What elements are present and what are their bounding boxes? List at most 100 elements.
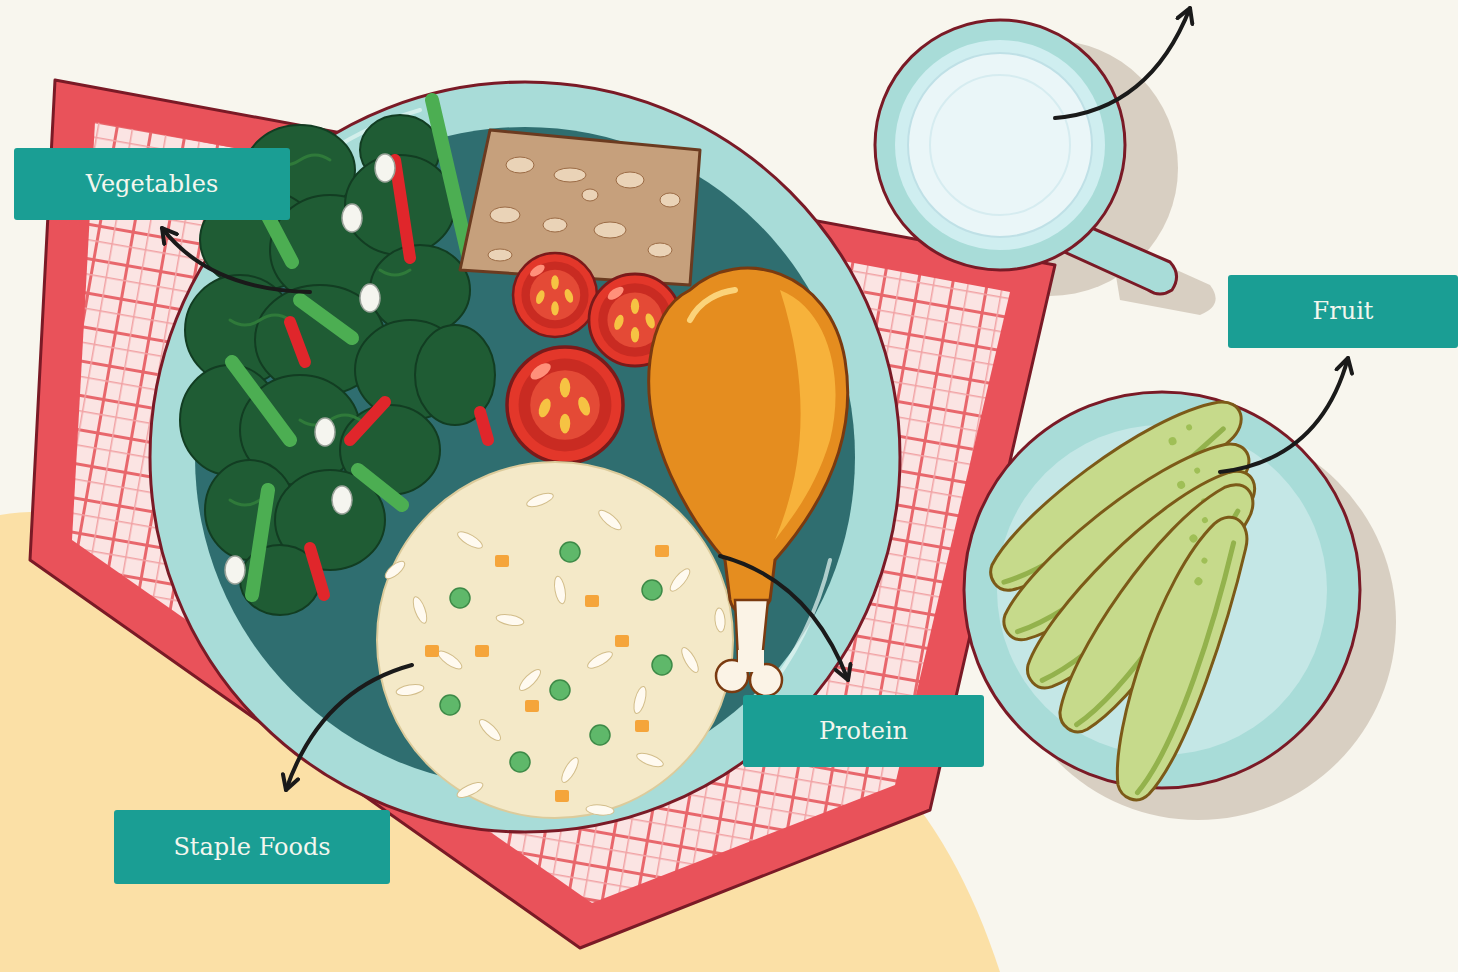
rice	[632, 685, 649, 715]
vegetables	[380, 270, 410, 275]
tomatoes	[513, 253, 597, 337]
rice	[642, 580, 662, 600]
water-cup	[895, 40, 1105, 250]
rice	[585, 595, 599, 607]
rice	[667, 566, 693, 594]
rice	[475, 645, 489, 657]
water-cup	[930, 75, 1070, 215]
rice	[510, 752, 530, 772]
tempeh	[594, 222, 626, 238]
rice	[377, 462, 733, 818]
tempeh	[648, 243, 672, 257]
vegetables	[232, 362, 290, 440]
vegetables	[310, 548, 324, 595]
rice	[383, 558, 408, 581]
vegetables	[350, 402, 385, 440]
rice	[450, 588, 470, 608]
vegetables	[342, 204, 362, 232]
rice	[635, 720, 649, 732]
rice	[455, 780, 485, 801]
chicken-drumstick	[738, 650, 764, 672]
tempeh	[543, 218, 567, 232]
rice	[525, 491, 555, 510]
vegetables	[332, 486, 352, 514]
vegetables	[230, 315, 290, 325]
rice	[377, 462, 733, 818]
plate	[195, 127, 855, 787]
leader-arrows	[286, 665, 412, 790]
rice	[585, 649, 614, 672]
water-cup	[875, 20, 1177, 294]
rice	[550, 680, 570, 700]
rice	[425, 645, 439, 657]
rice	[495, 613, 524, 628]
leader-arrows	[162, 8, 1348, 790]
rice	[555, 790, 569, 802]
rice	[477, 717, 504, 744]
category-label: Staple Foods	[173, 833, 330, 862]
rice	[455, 529, 484, 552]
vegetables	[300, 300, 352, 338]
vegetables	[230, 500, 260, 505]
rice	[440, 695, 460, 715]
rice	[553, 575, 568, 604]
leader-arrows	[720, 556, 848, 680]
fruit-plate	[961, 392, 1360, 807]
rice	[559, 755, 582, 784]
rice	[495, 555, 509, 567]
fruit-plate	[1047, 509, 1316, 807]
chicken-drumstick	[649, 268, 848, 615]
rice	[615, 635, 629, 647]
rice	[395, 683, 424, 698]
rice	[425, 545, 669, 802]
tempeh	[660, 193, 680, 207]
rice	[436, 648, 465, 672]
rice	[714, 608, 726, 633]
rice	[586, 804, 615, 816]
label-box: Fruit	[1228, 275, 1458, 348]
vegetables	[358, 470, 402, 505]
vegetables	[480, 412, 488, 440]
vegetables	[375, 154, 395, 182]
vegetables	[290, 322, 305, 362]
chicken-drumstick	[649, 268, 848, 696]
leader-arrows	[1220, 358, 1348, 472]
rice	[655, 545, 669, 557]
tempeh	[554, 168, 586, 182]
water-cup	[875, 20, 1125, 270]
chicken-drumstick	[690, 290, 735, 320]
tempeh	[488, 249, 512, 261]
category-label: Protein	[819, 717, 908, 746]
vegetables	[252, 490, 268, 595]
tempeh	[490, 207, 520, 223]
rice	[517, 667, 544, 694]
label-box: Staple Foods	[114, 810, 390, 884]
category-label: Vegetables	[86, 170, 218, 199]
tempeh	[616, 172, 644, 188]
rice	[411, 595, 430, 625]
rice	[652, 655, 672, 675]
vegetables	[225, 556, 245, 584]
label-box: Protein	[743, 695, 984, 767]
leader-arrows	[162, 228, 310, 292]
tempeh	[488, 157, 680, 261]
chicken-drumstick	[775, 290, 836, 540]
rice	[440, 542, 672, 772]
water-cup	[908, 53, 1092, 237]
leader-arrows	[1055, 8, 1190, 118]
category-label: Fruit	[1313, 297, 1374, 326]
vegetables	[315, 418, 335, 446]
vegetables	[432, 100, 468, 255]
vegetables	[395, 160, 410, 258]
rice	[590, 725, 610, 745]
rice	[596, 507, 624, 533]
rice	[383, 491, 726, 817]
rice	[560, 542, 580, 562]
tempeh	[582, 189, 598, 201]
rice	[679, 645, 702, 674]
rice	[635, 751, 665, 770]
tomatoes	[507, 347, 623, 463]
